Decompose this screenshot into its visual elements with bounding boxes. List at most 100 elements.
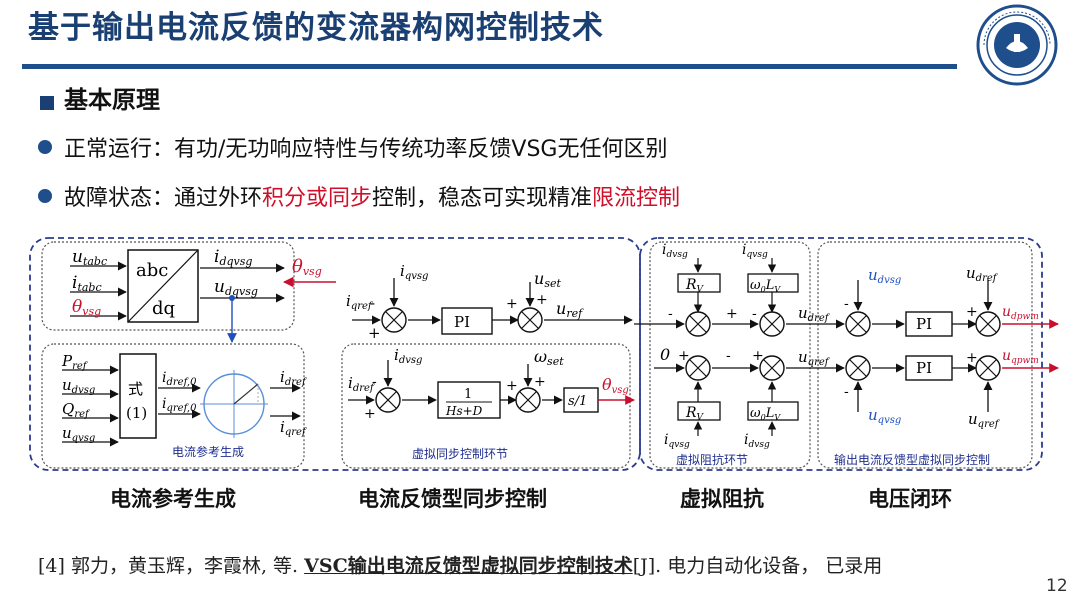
abc-in-theta: θvsg	[72, 297, 101, 318]
vl-uqpwm: uqpwm	[1002, 348, 1039, 366]
rg-in-uqvsg: uqvsg	[62, 424, 95, 444]
ref-venue: [J]. 电力自动化设备， 已录用	[632, 555, 883, 577]
vi-top-iqvsg: iqvsg	[742, 242, 768, 260]
theta-vsg-input: θvsg	[292, 256, 322, 278]
sync-frame	[341, 343, 631, 469]
svg-text:+: +	[966, 304, 978, 320]
vi-frame	[649, 241, 811, 469]
section-bullet-icon	[40, 96, 54, 110]
svg-text:+: +	[364, 406, 376, 422]
svg-text:PI: PI	[454, 313, 470, 331]
vl-udpwm: udpwm	[1002, 304, 1039, 322]
caption-sync: 电流反馈型同步控制	[358, 487, 547, 511]
vi-top-idvsg: idvsg	[662, 242, 688, 260]
sync-pi-block	[441, 307, 493, 335]
sync-in-idref: idref	[348, 374, 376, 394]
vl-pi-q	[905, 355, 953, 381]
sync-in-idvsg: idvsg	[394, 346, 422, 366]
rg-in-udvsg: udvsg	[62, 376, 95, 396]
svg-text:+: +	[368, 324, 381, 342]
svg-text:-: -	[726, 348, 731, 364]
svg-text:Hs+D: Hs+D	[445, 404, 483, 418]
ref-authors: [4] 郭力，黄玉辉，李霞林, 等.	[38, 555, 305, 577]
vl-uqref: uqref	[798, 348, 831, 368]
sync-omegaset: ωset	[534, 347, 564, 368]
bullet-dot-icon	[38, 140, 52, 154]
svg-text:1: 1	[464, 387, 472, 402]
svg-text:RV: RV	[685, 405, 705, 423]
svg-text:-: -	[372, 374, 377, 390]
slide-title: 基于输出电流反馈的变流器构网控制技术	[28, 10, 604, 46]
bullet-2-mid: 控制，稳态可实现精准	[372, 186, 593, 211]
voltage-loop-label: 输出电流反馈型虚拟同步控制	[834, 452, 990, 467]
integrator-block	[563, 387, 599, 413]
abc-out-i: idqvsg	[214, 247, 252, 268]
svg-text:ω0LV: ω0LV	[750, 406, 781, 422]
abc-in-u: utabc	[72, 247, 107, 268]
abc-in-i: itabc	[72, 273, 102, 294]
svg-text:+: +	[726, 306, 738, 322]
rv-block-top	[677, 273, 721, 293]
vi-bot-idvsg: idvsg	[744, 432, 770, 450]
vl-udref-ff: udref	[966, 264, 999, 284]
rg-final-dref: idref	[280, 368, 308, 388]
bullet-2-highlight-1: 积分或同步	[262, 186, 373, 211]
svg-text:+: +	[678, 348, 690, 364]
svg-text:+: +	[506, 296, 518, 312]
vl-uqref-ff: uqref	[968, 410, 1001, 430]
svg-text:s/1: s/1	[568, 394, 587, 409]
bullet-1-text: 正常运行：有功/无功响应特性与传统功率反馈VSG无任何区别	[64, 137, 668, 162]
rg-out-q0: iqref,0	[162, 396, 197, 414]
vi-label: 虚拟阻抗环节	[676, 452, 748, 467]
svg-text:-: -	[370, 294, 375, 312]
wl-block-bottom	[747, 401, 799, 421]
bullet-2-lead: 故障状态：通过外环	[64, 186, 263, 211]
abc-dq-frame	[41, 241, 295, 331]
svg-text:+: +	[536, 292, 548, 308]
sync-uset: uset	[534, 269, 561, 290]
abc-out-u: udqvsg	[214, 277, 258, 298]
control-block-diagram: abc dq utabc itabc θvsg idqvsg udqvsg θv…	[29, 237, 1059, 471]
svg-text:+: +	[752, 348, 764, 364]
title-underline	[22, 64, 957, 69]
bullet-line-1: 正常运行：有功/无功响应特性与传统功率反馈VSG无任何区别	[38, 131, 667, 163]
svg-text:-: -	[668, 306, 673, 322]
svg-text:PI: PI	[916, 315, 932, 333]
bullet-dot-icon	[38, 189, 52, 203]
sync-uref: uref	[556, 299, 584, 320]
reference-citation: [4] 郭力，黄玉辉，李霞林, 等. VSC输出电流反馈型虚拟同步控制技术[J]…	[38, 551, 882, 578]
sync-in-iqvsg: iqvsg	[400, 262, 428, 282]
outer-frame-right	[639, 237, 1043, 471]
svg-text:-: -	[752, 306, 757, 322]
caption-ref-gen: 电流参考生成	[110, 487, 236, 511]
svg-text:ω0LV: ω0LV	[750, 278, 781, 294]
sync-in-iqref: iqref	[346, 292, 374, 312]
dq-label: dq	[152, 298, 175, 319]
vi-bot-iqvsg: iqvsg	[664, 432, 690, 450]
eq1-block	[119, 353, 157, 439]
rg-out-d0: idref,0	[162, 370, 197, 388]
section-heading: 基本原理	[64, 86, 160, 114]
vl-uqvsg: uqvsg	[868, 406, 901, 426]
bullet-line-2: 故障状态：通过外环积分或同步控制，稳态可实现精准限流控制	[38, 180, 680, 212]
abc-label: abc	[136, 260, 168, 281]
svg-text:+: +	[966, 350, 978, 366]
vl-udvsg: udvsg	[868, 266, 901, 286]
ref-gen-label: 电流参考生成	[172, 444, 244, 459]
eq1-top: 式	[128, 380, 143, 398]
svg-text:-: -	[844, 296, 849, 312]
rg-in-q: Qref	[62, 400, 91, 420]
ref-title-link[interactable]: VSC输出电流反馈型虚拟同步控制技术	[304, 555, 633, 577]
rg-final-qref: iqref	[280, 418, 308, 438]
svg-text:PI: PI	[916, 359, 932, 377]
rg-in-p: Pref	[61, 352, 89, 372]
wl-block-top	[747, 273, 799, 293]
svg-text:+: +	[534, 374, 546, 390]
page-number: 12	[1046, 576, 1068, 596]
vi-zero: 0	[660, 345, 670, 364]
sync-theta-out: θvsg	[602, 375, 629, 396]
voltage-frame	[817, 241, 1033, 469]
university-seal-icon	[976, 4, 1058, 86]
caption-voltage: 电压闭环	[868, 487, 952, 511]
eq1-bottom: (1)	[126, 404, 147, 422]
